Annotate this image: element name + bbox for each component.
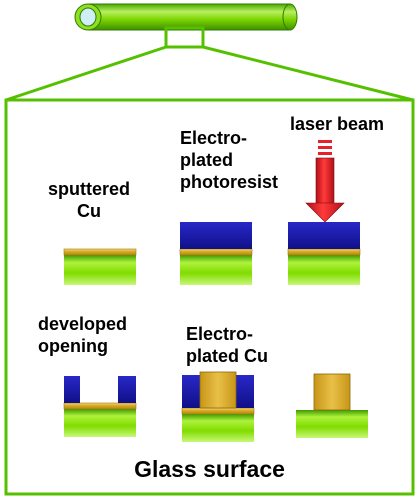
step-final-cu-structure: [296, 373, 368, 438]
zoom-region-box: [164, 26, 205, 49]
zoom-line-left: [5, 45, 167, 102]
glass-surface-caption: Glass surface: [134, 456, 285, 482]
step-sputtered-cu: [63, 248, 137, 285]
label-sputtered-cu: sputtered Cu: [47, 179, 130, 221]
label-laser-beam: laser beam: [290, 114, 385, 134]
step-laser-exposure: [287, 222, 361, 285]
label-electroplated-photoresist: Electro- plated photoresist: [180, 128, 279, 192]
step-developed-opening: [63, 376, 137, 437]
label-developed-opening: developed opening: [38, 314, 128, 356]
step-electroplated-photoresist: [179, 222, 253, 285]
laser-beam-arrow-icon: [305, 140, 345, 223]
zoom-line-right: [202, 45, 414, 102]
label-electroplated-cu: Electro- plated Cu: [186, 324, 269, 366]
step-electroplated-cu: [181, 371, 255, 442]
glass-fiber-cylinder: [74, 3, 298, 31]
